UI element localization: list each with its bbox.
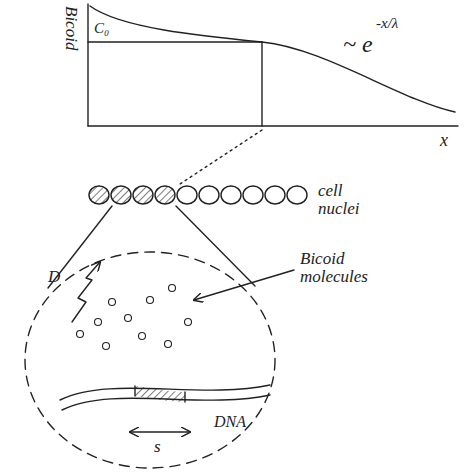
decay-curve	[90, 6, 455, 112]
zoom-line	[48, 206, 112, 288]
dimension-label: s	[154, 438, 161, 456]
axis-label: x	[440, 131, 448, 150]
part-label: Bicoid molecules	[300, 250, 390, 286]
zoom-line	[176, 206, 255, 286]
diffusion-arrow	[72, 262, 100, 322]
length-arrow	[130, 431, 190, 432]
dotted-guide	[180, 130, 262, 184]
symbol-label: D	[48, 268, 60, 286]
zoom-circle	[25, 252, 275, 468]
y-axis	[87, 4, 88, 126]
dna-strand	[60, 385, 270, 410]
part-label: cell nuclei	[318, 182, 370, 218]
part-label: DNA	[214, 414, 246, 431]
bicoid-molecules	[77, 285, 192, 350]
threshold-line	[88, 41, 262, 42]
formula-exponent: -x/λ	[376, 16, 398, 32]
value-label: C₀	[94, 21, 109, 37]
x-axis	[88, 125, 458, 126]
pointer-arrow	[194, 270, 294, 300]
nuclei-row	[89, 186, 307, 204]
axis-label: Bicoid	[62, 6, 80, 50]
threshold-line	[261, 42, 262, 126]
formula-label: ~ e	[343, 32, 373, 57]
